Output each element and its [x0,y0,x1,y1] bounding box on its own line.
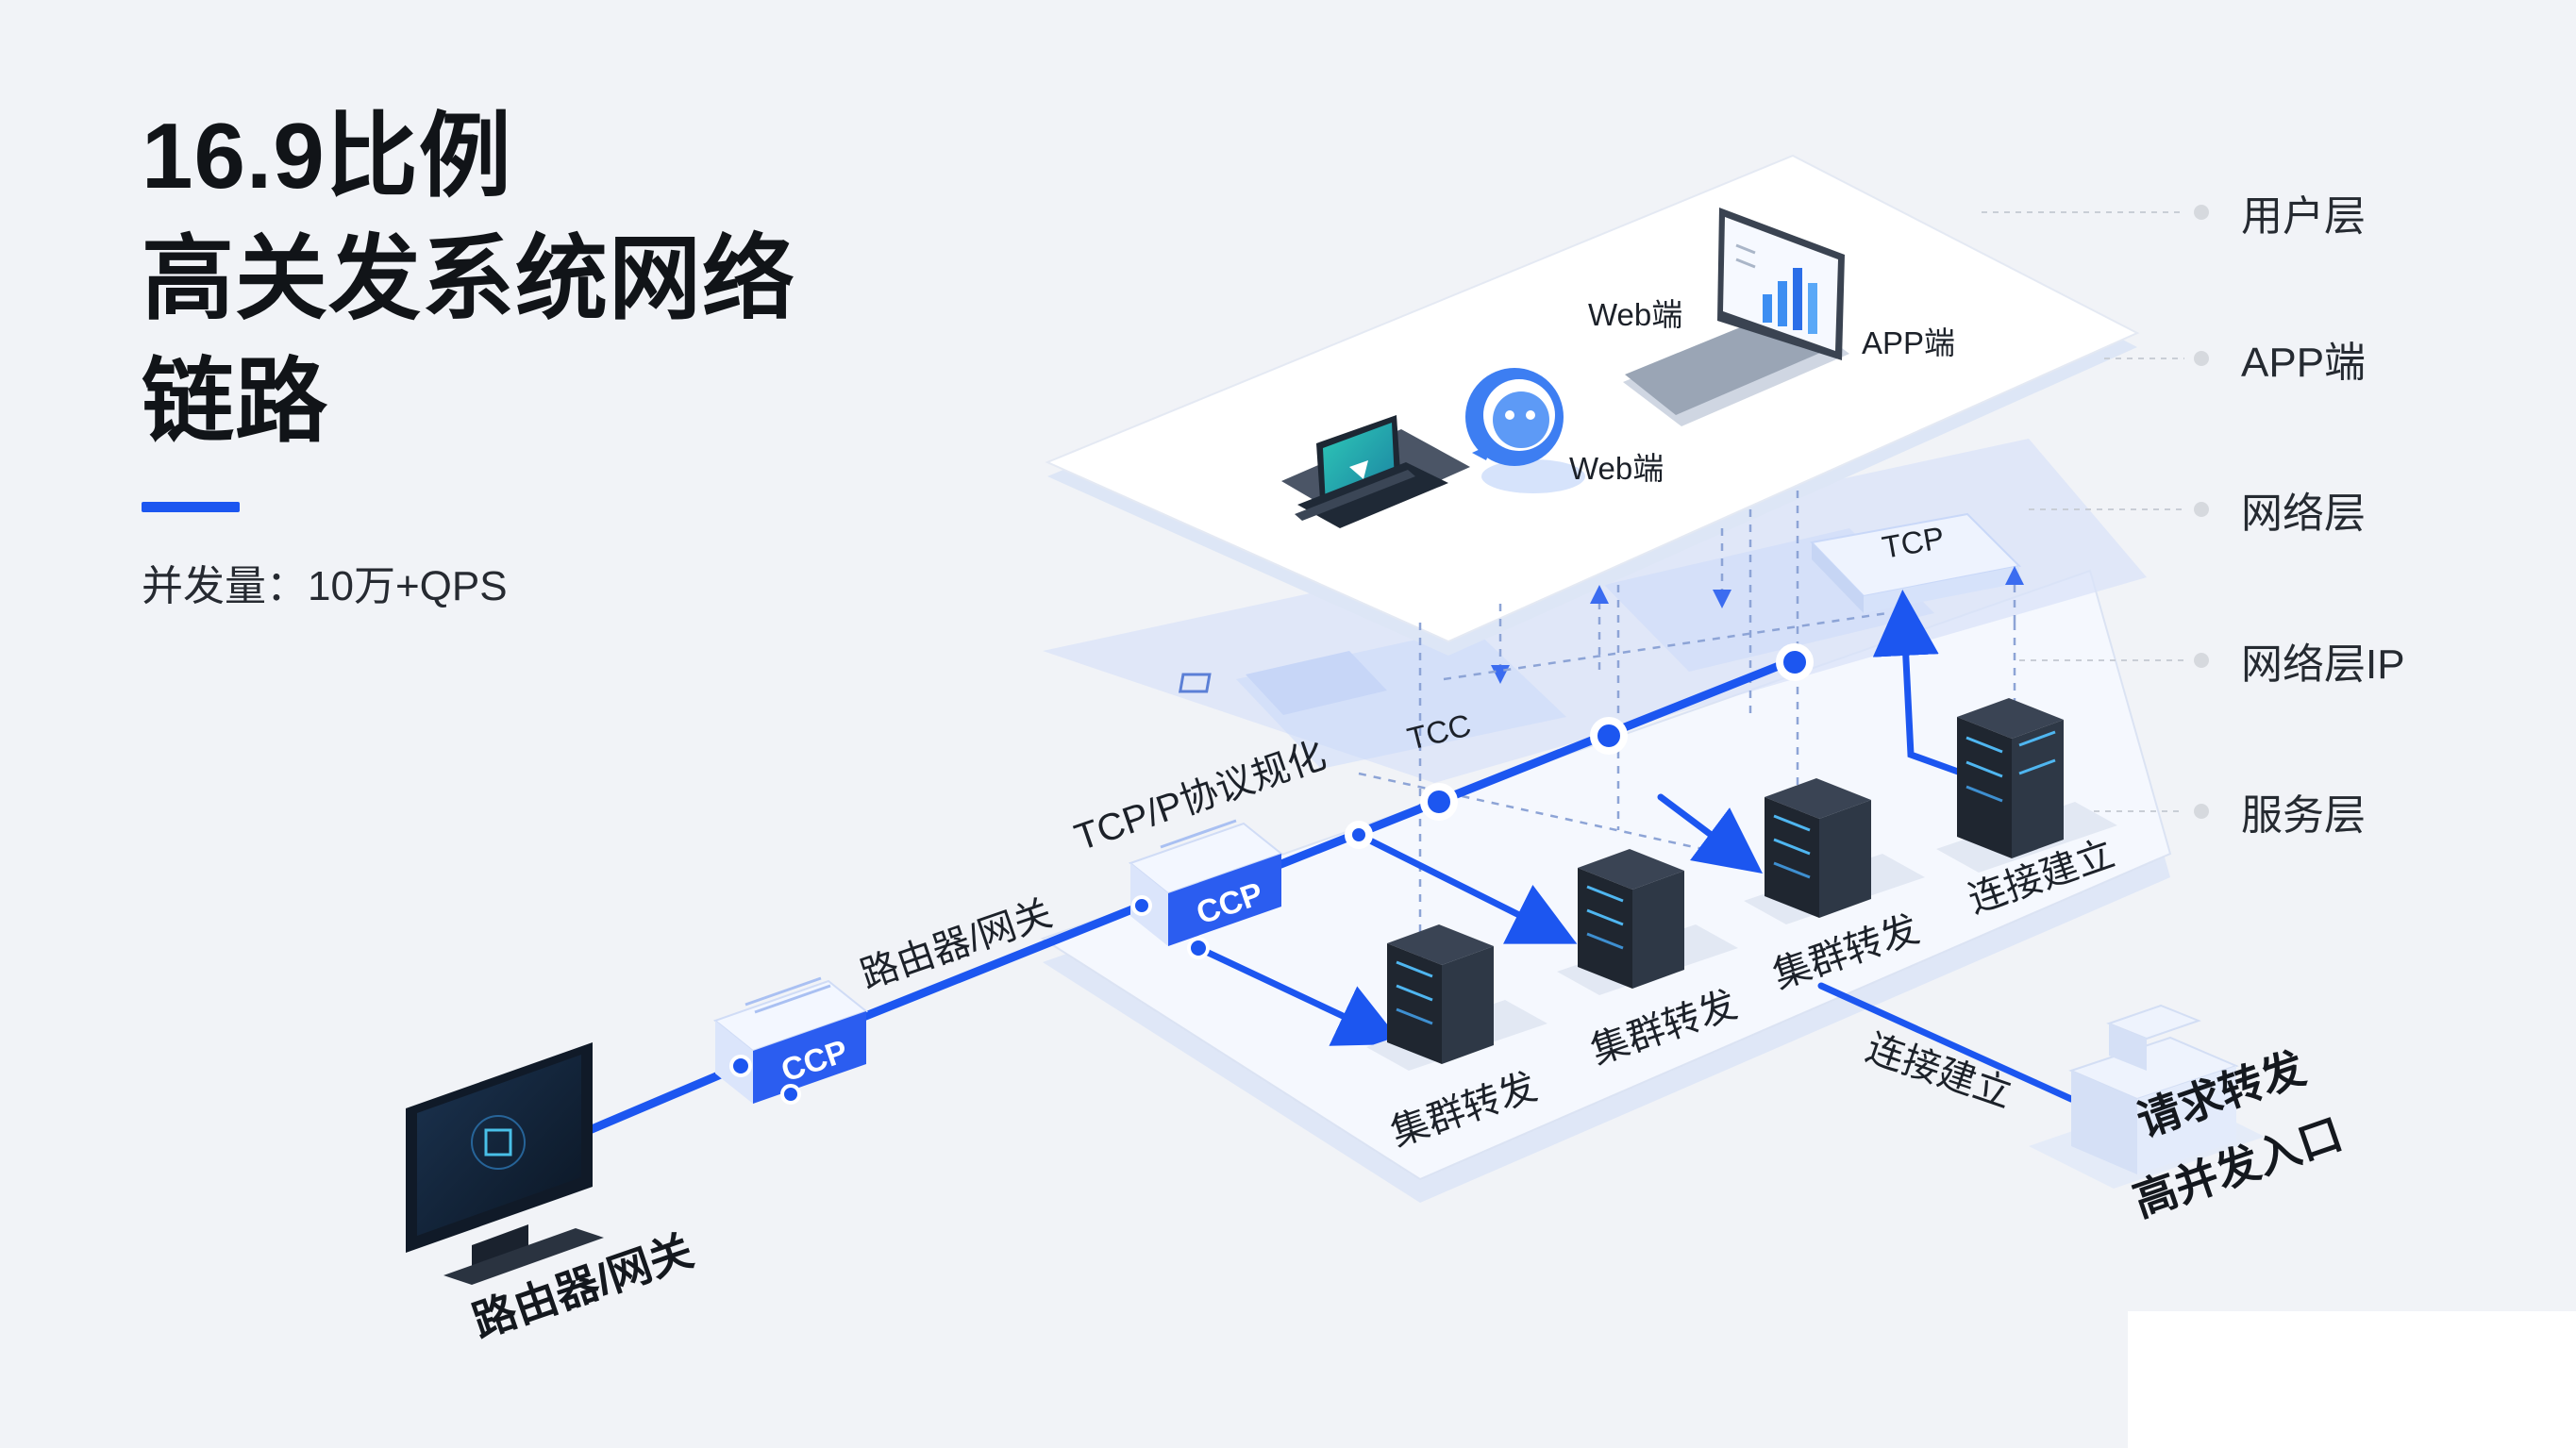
legend-leaders [1982,211,2184,812]
legend-dot [2194,804,2209,819]
main-link [580,656,1798,1137]
legend-dot [2194,502,2209,517]
title-line-3: 链路 [142,349,329,453]
web-label-1: Web端 [1588,297,1682,332]
branch-arrows [1195,590,2075,1103]
legend-item-service-layer: 服务层 [2194,783,2366,840]
app-label: APP端 [1862,325,1955,360]
user-layer-platform [1045,154,2140,656]
title-block: 16.9比例 高关发系统网络 链路 并发量：10万+QPS [142,94,795,612]
legend-label: APP端 [2241,340,2367,386]
legend-item-app: APP端 [2194,330,2366,387]
legend-label: 服务层 [2241,792,2366,839]
monitor-icon [406,1042,604,1285]
legend-label: 网络层 [2241,491,2366,537]
corner-patch [2128,1311,2576,1448]
laptop-chart-icon [1623,208,1849,426]
title-accent-bar [142,502,240,512]
legend-label: 用户层 [2241,193,2366,240]
network-chip [1178,651,1387,715]
web-label-2: Web端 [1569,451,1664,486]
legend-item-network-layer: 网络层 [2194,481,2366,538]
link-nodes [1345,643,1814,849]
desktop-terminal-icon [1281,415,1470,528]
chat-bubble-icon [1465,368,1585,493]
entry-box [2029,1004,2265,1189]
legend-item-user-layer: 用户层 [2194,184,2366,241]
server-4 [1936,698,2117,873]
legend-label: 网络层IP [2241,641,2405,688]
legend-dot [2194,351,2209,366]
title-line-1: 16.9比例 [142,104,512,208]
server-3 [1744,778,1925,924]
subtitle: 并发量：10万+QPS [142,563,508,609]
server-1 [1366,924,1547,1071]
ccp-box-1: CCP [712,976,869,1105]
legend-item-network-ip: 网络层IP [2194,632,2405,689]
legend-dot [2194,653,2209,668]
tcp-box: TCP [1809,512,2022,613]
legend-dot [2194,205,2209,220]
server-2 [1557,849,1738,995]
title-line-2: 高关发系统网络 [142,226,796,330]
ccp-box-2: CCP [1128,819,1284,959]
